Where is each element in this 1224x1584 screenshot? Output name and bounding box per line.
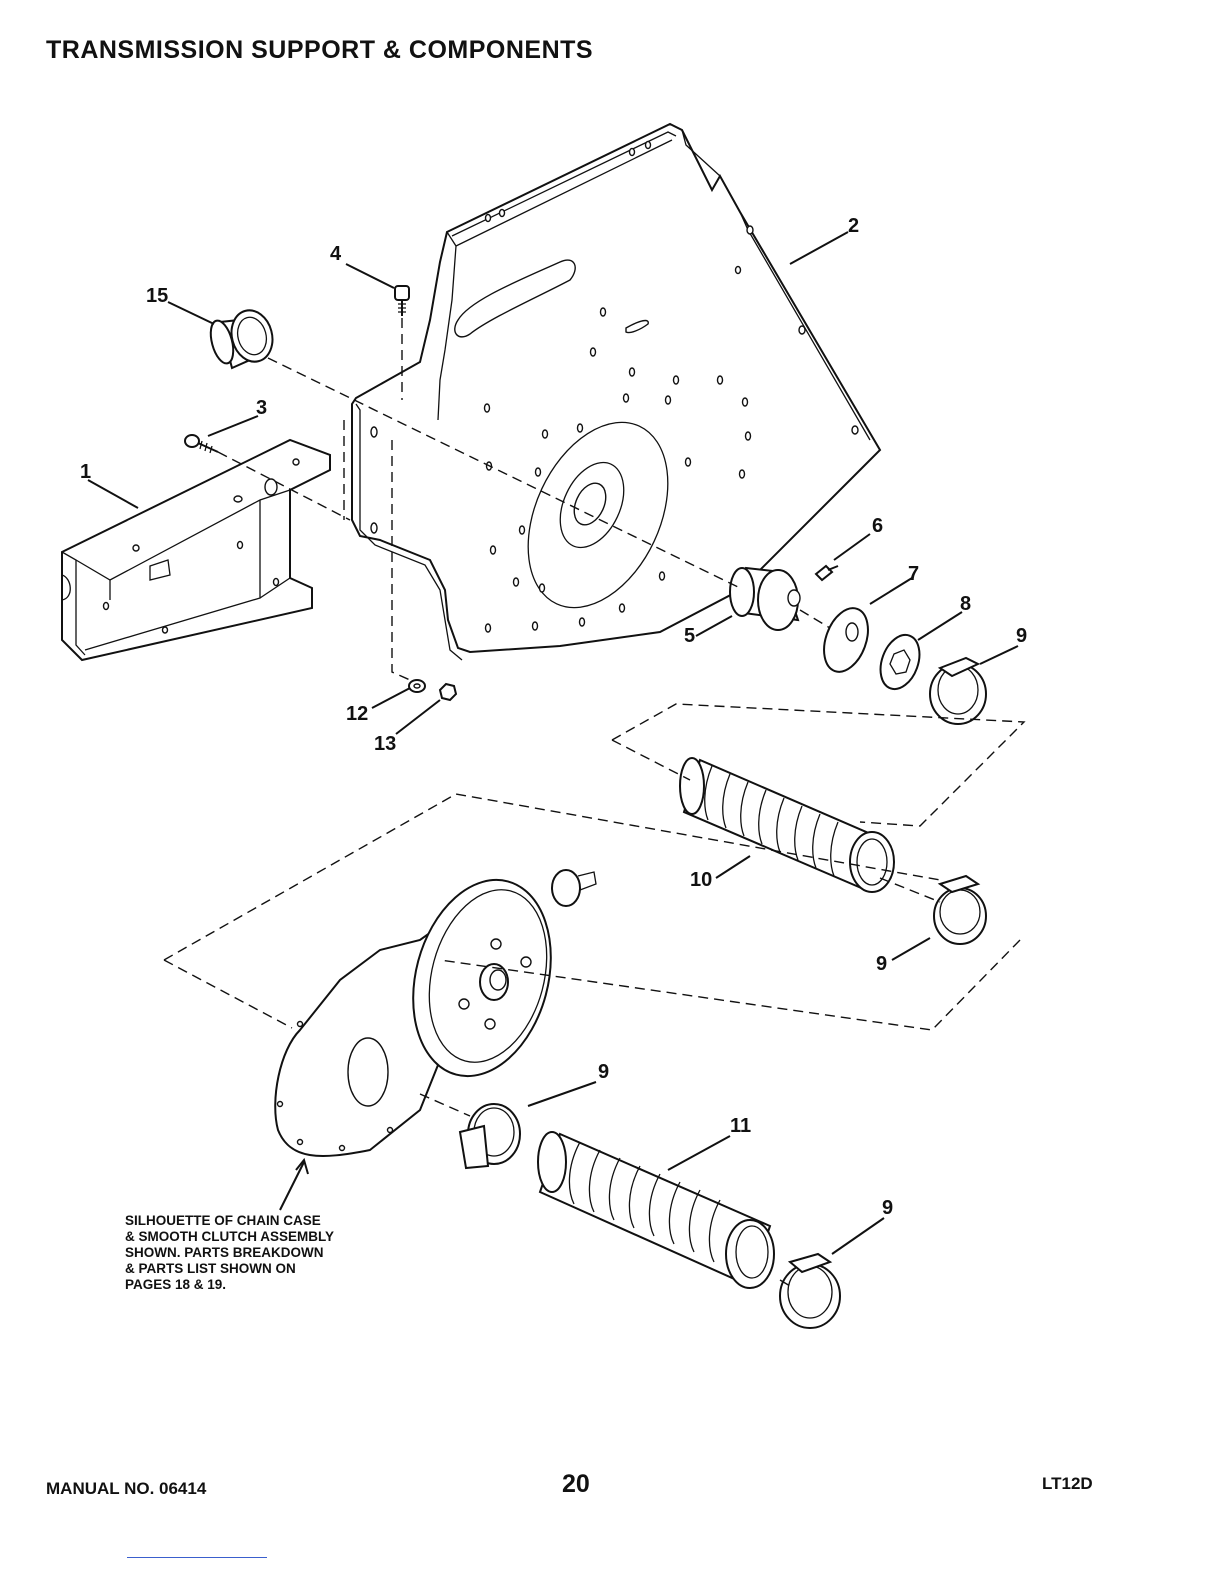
boot-part-11 xyxy=(538,1132,774,1288)
nut-part-13 xyxy=(440,684,456,700)
callout-11: 11 xyxy=(730,1115,751,1137)
clamp-part-9-upper xyxy=(930,658,986,724)
callout-7: 7 xyxy=(908,563,919,585)
note-line: PAGES 18 & 19. xyxy=(125,1277,405,1293)
bottom-rule xyxy=(127,1557,267,1558)
clamp-part-9-middle xyxy=(934,876,986,944)
spacer-part-5 xyxy=(730,568,800,630)
callout-9-upper: 9 xyxy=(1016,625,1027,647)
note-line: SILHOUETTE OF CHAIN CASE xyxy=(125,1213,405,1229)
callout-9-lower-right: 9 xyxy=(882,1197,893,1219)
chain-case-silhouette xyxy=(275,864,596,1156)
note-line: & SMOOTH CLUTCH ASSEMBLY xyxy=(125,1229,405,1245)
fitting-part-6 xyxy=(816,566,838,580)
washer-part-7 xyxy=(816,602,876,678)
support-plate-part-2 xyxy=(352,124,880,660)
chain-case-note: SILHOUETTE OF CHAIN CASE & SMOOTH CLUTCH… xyxy=(125,1213,405,1293)
manual-number: MANUAL NO. 06414 xyxy=(46,1479,206,1499)
bolt-part-3 xyxy=(185,435,218,453)
callout-12: 12 xyxy=(346,703,368,725)
note-line: SHOWN. PARTS BREAKDOWN xyxy=(125,1245,405,1261)
washer-part-12 xyxy=(409,680,425,692)
callout-4: 4 xyxy=(330,243,342,265)
bolt-part-4 xyxy=(395,286,409,316)
callout-2: 2 xyxy=(848,215,859,237)
callout-1: 1 xyxy=(80,461,91,483)
callout-9-middle: 9 xyxy=(876,953,887,975)
page-number: 20 xyxy=(562,1470,590,1499)
clamp-part-9-lower-right xyxy=(780,1254,840,1328)
bushing-part-15 xyxy=(207,306,278,368)
callout-10: 10 xyxy=(690,869,712,891)
note-line: & PARTS LIST SHOWN ON xyxy=(125,1261,405,1277)
callout-5: 5 xyxy=(684,625,695,647)
clamp-part-9-lower-left xyxy=(460,1104,520,1168)
callout-3: 3 xyxy=(256,397,267,419)
callout-13: 13 xyxy=(374,733,396,755)
model-number: LT12D xyxy=(1042,1474,1093,1494)
callout-15: 15 xyxy=(146,285,168,307)
bracket-part-1 xyxy=(62,440,330,660)
callout-9-lower-left: 9 xyxy=(598,1061,609,1083)
callout-8: 8 xyxy=(960,593,971,615)
callout-6: 6 xyxy=(872,515,883,537)
